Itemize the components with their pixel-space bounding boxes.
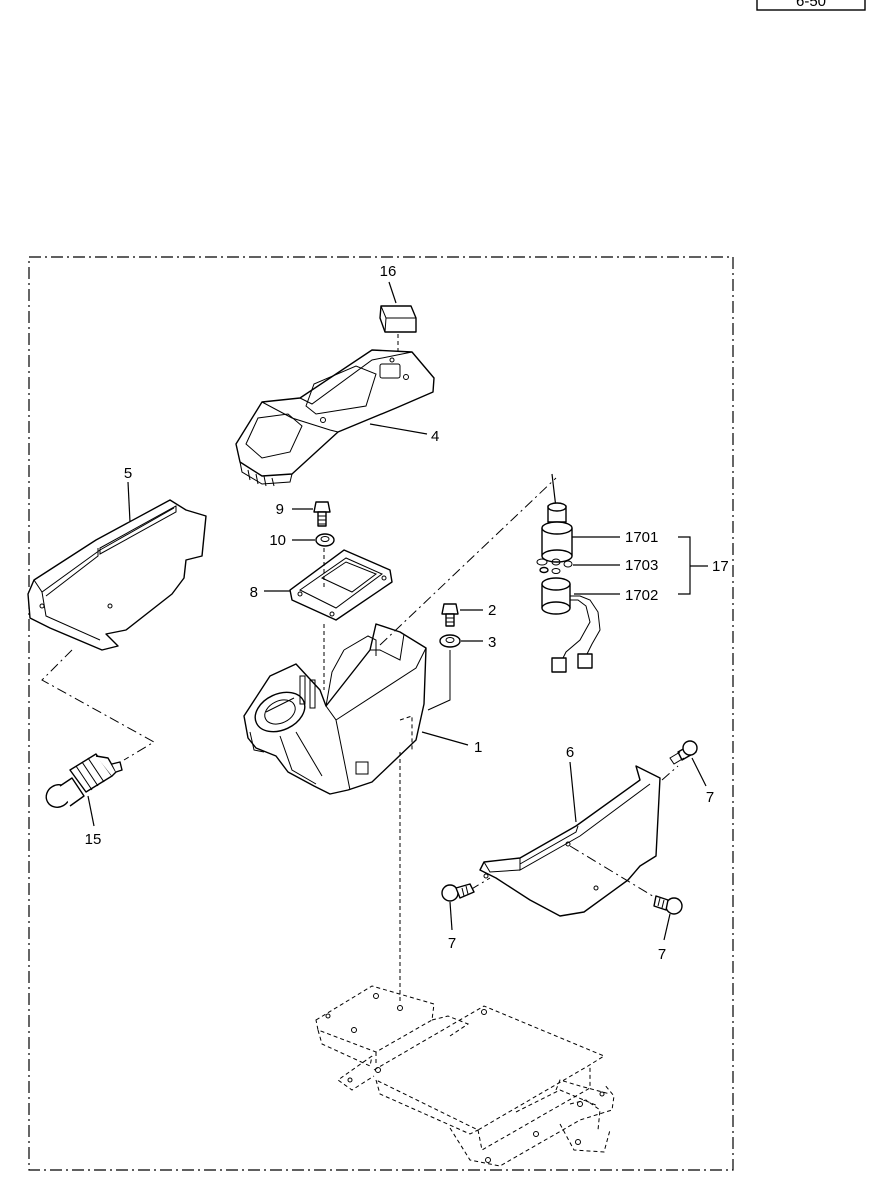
part-15-knob: 15	[45, 753, 123, 848]
part-1702-motor: 1702	[541, 577, 658, 673]
part-7-screw-right: 7	[653, 895, 683, 963]
part-6-right-side-cover: 6	[469, 744, 679, 917]
callout-3: 3	[488, 634, 496, 651]
callout-6: 6	[566, 744, 574, 761]
callout-15: 15	[85, 831, 102, 848]
part-7-screw-left: 7	[441, 883, 475, 952]
callout-2: 2	[488, 602, 496, 619]
callout-7-left: 7	[448, 935, 456, 952]
callout-17: 17	[712, 558, 729, 575]
callout-16: 16	[380, 263, 397, 280]
part-8-plate: 8	[250, 549, 393, 621]
callout-5: 5	[124, 465, 132, 482]
part-7-screw-top: 7	[669, 740, 714, 806]
part-4-console-cover: 4	[235, 349, 439, 487]
page-reference-box: 6-50	[756, 0, 866, 11]
callout-1701: 1701	[625, 529, 658, 546]
part-9-bolt: 9	[276, 501, 331, 527]
part-5-left-side-cover: 5	[27, 465, 207, 761]
callout-7-right: 7	[658, 946, 666, 963]
part-3-washer: 3	[439, 634, 496, 651]
page-reference-label: 6-50	[796, 0, 826, 10]
callout-9: 9	[276, 501, 284, 518]
part-1701-cap: 1701	[541, 502, 658, 563]
part-1-console-body: 1	[243, 623, 482, 795]
callout-1703: 1703	[625, 557, 658, 574]
callout-1: 1	[474, 739, 482, 756]
callout-8: 8	[250, 584, 258, 601]
base-frame-reference	[315, 985, 615, 1167]
assembly-boundary-frame	[28, 256, 734, 1171]
callout-7-top: 7	[706, 789, 714, 806]
part-1703-rings: 1703	[536, 557, 658, 574]
part-17-bracket	[678, 536, 691, 595]
part-17-assembly: 1701 1703 1702 17	[536, 502, 729, 673]
callout-10: 10	[269, 532, 286, 549]
part-10-washer: 10	[269, 532, 335, 549]
callout-4: 4	[431, 428, 439, 445]
part-2-bolt: 2	[441, 602, 496, 627]
callout-1702: 1702	[625, 587, 658, 604]
